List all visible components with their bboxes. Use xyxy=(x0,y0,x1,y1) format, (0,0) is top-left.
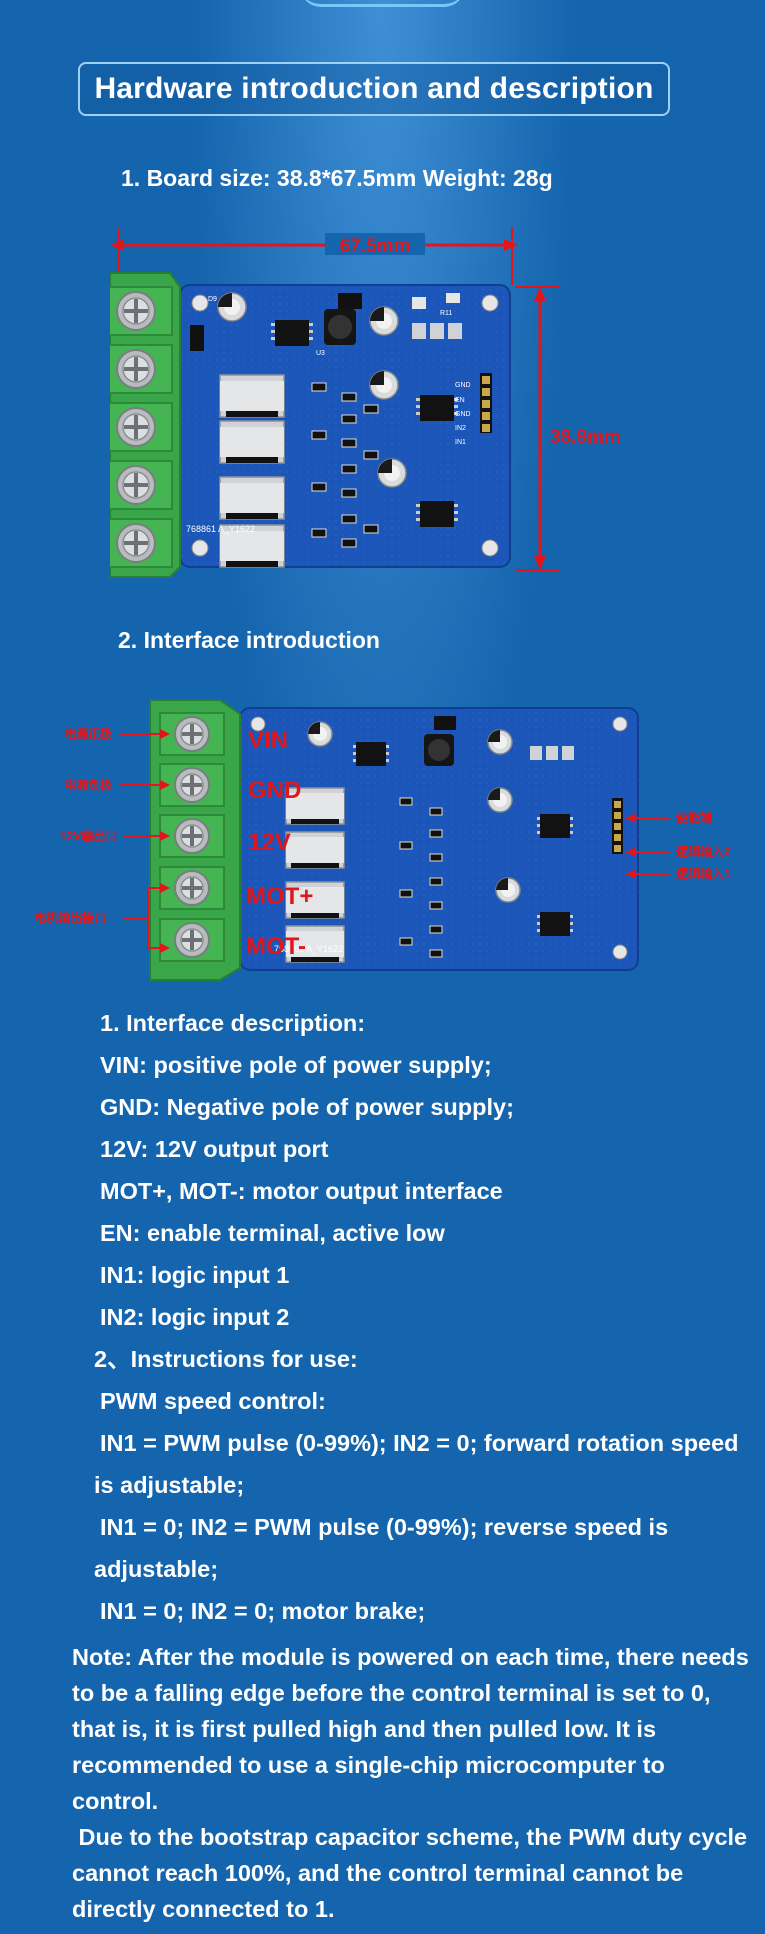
pin-label-gnd1: GND xyxy=(455,382,471,389)
desc-vin: VIN: positive pole of power supply; xyxy=(100,1052,492,1078)
terminal-label-12v: 12V xyxy=(248,829,291,856)
annotation-motor: 电机输出接口 xyxy=(34,910,106,925)
desc-mot: MOT+, MOT-: motor output interface xyxy=(100,1178,503,1204)
annotation-en: 使能端 xyxy=(675,810,712,825)
dim-height-label: 38.8mm xyxy=(550,427,621,448)
rule-forward: IN1 = PWM pulse (0-99%); IN2 = 0; forwar… xyxy=(94,1430,739,1498)
note-paragraph-1: Note: After the module is powered on eac… xyxy=(72,1644,749,1814)
rule-brake: IN1 = 0; IN2 = 0; motor brake; xyxy=(100,1598,426,1624)
annotation-12v: 12V输出口 xyxy=(60,828,117,843)
pwm-heading: PWM speed control: xyxy=(100,1388,326,1414)
rule-reverse: IN1 = 0; IN2 = PWM pulse (0-99%); revers… xyxy=(94,1514,669,1582)
pin-label-en: EN xyxy=(455,397,465,404)
board-silkscreen-code: 768861 A_Y1622 xyxy=(186,524,255,534)
annotation-vin: 电源正极 xyxy=(64,726,113,741)
ref-u3: U3 xyxy=(316,350,325,357)
board2-silkscreen-code: 768861 A_Y1622 xyxy=(274,944,343,954)
dim-width-label: 67.5mm xyxy=(340,236,411,257)
note-block: Note: After the module is powered on eac… xyxy=(72,1639,754,1927)
desc-in1: IN1: logic input 1 xyxy=(100,1262,290,1288)
ref-d9: D9 xyxy=(208,296,217,303)
annotation-gnd: 电源负极 xyxy=(64,777,113,792)
note-paragraph-2: Due to the bootstrap capacitor scheme, t… xyxy=(72,1824,754,1922)
interface-diagram: 768861 A_Y1622 VIN GND 12V MOT+ MOT- 电源正… xyxy=(34,699,731,981)
desc-in2: IN2: logic input 2 xyxy=(100,1304,290,1330)
annotation-in2: 逻辑输入2 xyxy=(676,844,731,859)
interface-heading: 2. Interface introduction xyxy=(118,627,380,653)
board-size-diagram: 67.5mm 38.8mm GND EN GN xyxy=(110,227,621,578)
interface-description: 1. Interface description: VIN: positive … xyxy=(94,1002,740,1632)
desc-gnd: GND: Negative pole of power supply; xyxy=(100,1094,514,1120)
terminal-label-mot-minus: MOT- xyxy=(246,933,306,960)
board-size-heading: 1. Board size: 38.8*67.5mm Weight: 28g xyxy=(121,165,553,191)
pin-label-gnd2: GND xyxy=(455,411,471,418)
top-decoration-arc xyxy=(300,0,465,7)
terminal-label-gnd: GND xyxy=(248,777,301,804)
desc-12v: 12V: 12V output port xyxy=(100,1136,329,1162)
annotation-in1: 逻辑输入1 xyxy=(676,866,731,881)
desc-en: EN: enable terminal, active low xyxy=(100,1220,445,1246)
terminal-label-vin: VIN xyxy=(248,727,288,754)
ref-r11: R11 xyxy=(440,310,452,317)
pin-label-in2: IN2 xyxy=(455,425,466,432)
pin-label-in1: IN1 xyxy=(455,439,466,446)
page-title: Hardware introduction and description xyxy=(94,72,654,105)
desc-heading: 1. Interface description: xyxy=(100,1010,366,1036)
usage-heading: 2、Instructions for use: xyxy=(94,1346,358,1372)
terminal-label-mot-plus: MOT+ xyxy=(246,883,313,910)
page-title-box: Hardware introduction and description xyxy=(78,62,670,116)
